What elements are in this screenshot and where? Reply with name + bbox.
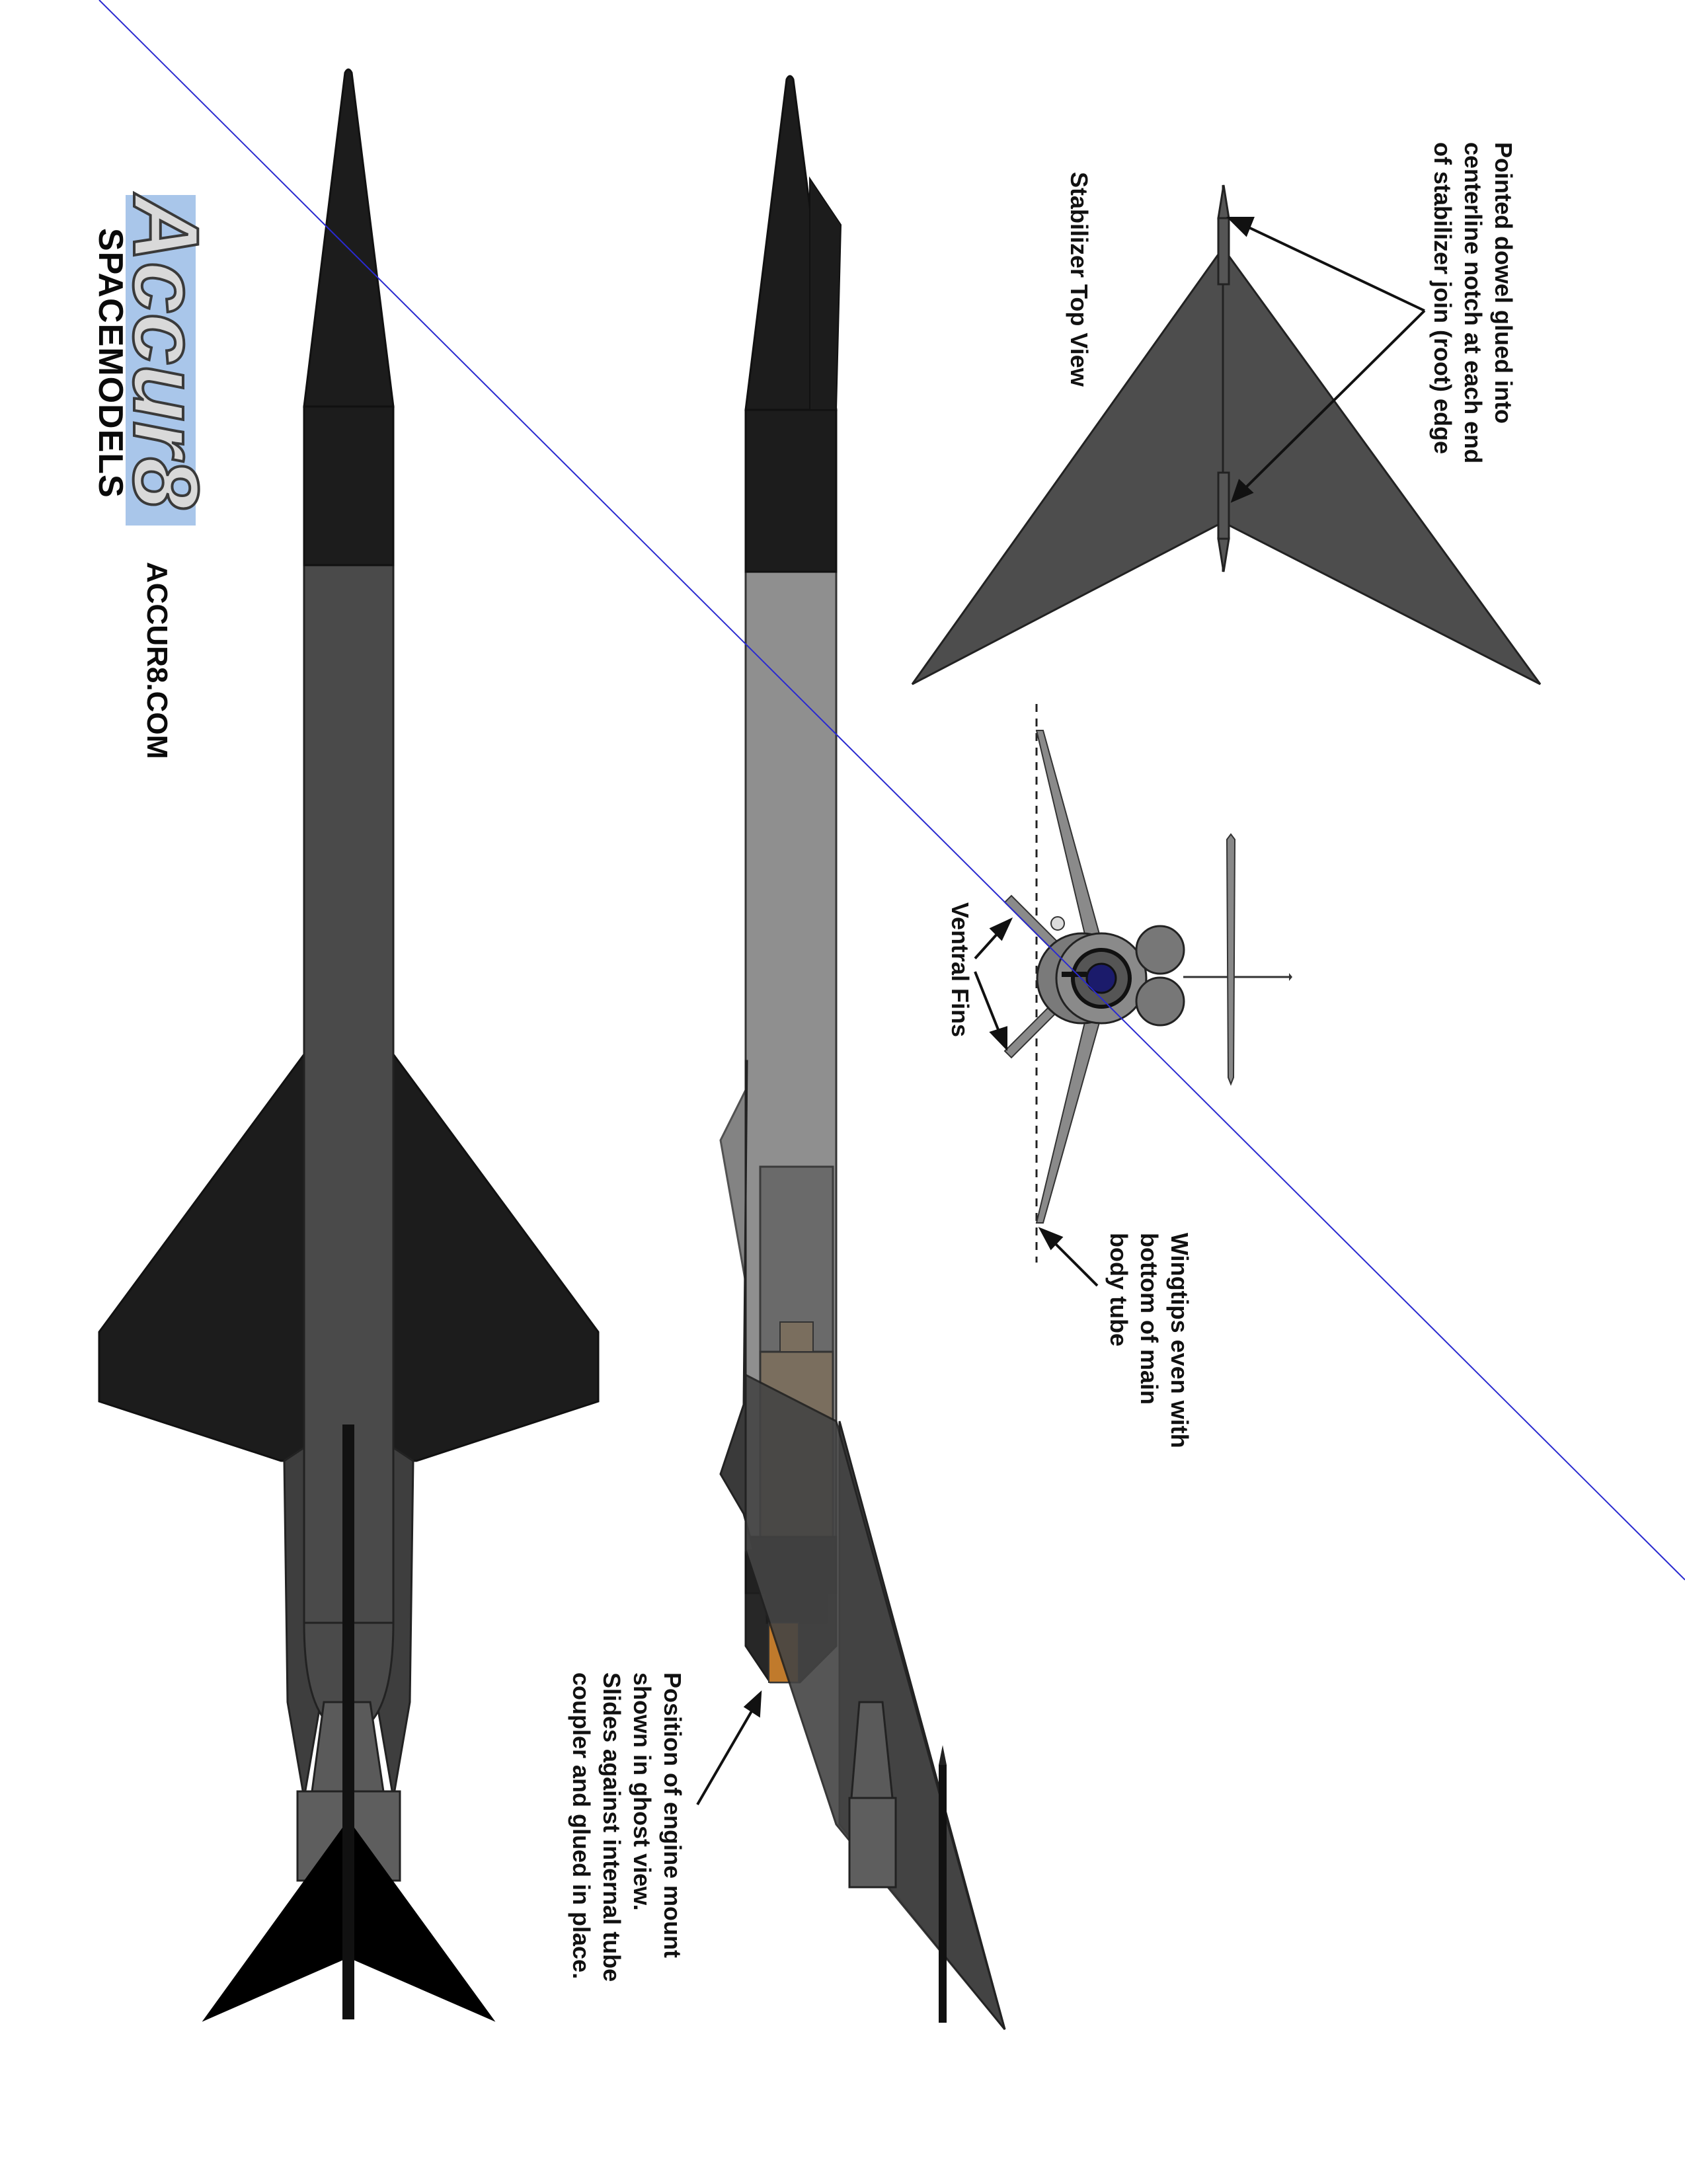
arrow-ventral-down — [974, 971, 1003, 1038]
side-engine-block — [848, 1797, 897, 1889]
main-wing-left — [98, 1051, 305, 1462]
arrowhead-dowel-bottom — [1230, 479, 1254, 503]
rear-wing-upper — [1035, 730, 1102, 947]
side-stab-edge — [939, 1765, 947, 2023]
logo-brand-text: Accur8 — [114, 193, 218, 509]
diagonal-guide-line — [98, 0, 1685, 1580]
dowel-bottom — [1217, 471, 1230, 540]
dowel-top — [1217, 217, 1230, 286]
note-dowel: Pointed dowel glued into centerline notc… — [1429, 142, 1517, 463]
website-text: ACCUR8.COM — [141, 562, 173, 759]
stabilizer-top-view — [911, 184, 1542, 685]
arrowhead-dowel-top — [1226, 217, 1255, 237]
rear-nozzle-bottom — [1135, 976, 1185, 1027]
note-ventral: Ventral Fins — [947, 902, 974, 1037]
note-dowel-line-1: Pointed dowel glued into — [1490, 142, 1517, 424]
launch-lug — [1050, 916, 1065, 931]
rear-stab-tip — [1289, 973, 1292, 981]
arrow-dowel-bottom — [1236, 309, 1426, 497]
engine-mount-ring — [779, 1321, 814, 1352]
note-wingtips-line-1: Wingtips even with — [1166, 1233, 1193, 1448]
note-wingtips: Wingtips even with bottom of main body t… — [1105, 1233, 1193, 1448]
arrow-engine — [696, 1701, 758, 1806]
note-stabilizer-title: Stabilizer Top View — [1066, 172, 1093, 387]
rear-nozzle-top — [1135, 925, 1185, 975]
rocket-top-view — [98, 68, 600, 2022]
logo-sub-text: SPACEMODELS — [91, 228, 130, 498]
note-engine-line-1: Position of engine mount — [659, 1672, 686, 1958]
note-engine-line-2: shown in ghost view. — [629, 1672, 656, 1911]
rocket-rear-view — [1003, 704, 1292, 1263]
ventral-fin-upper — [1003, 894, 1059, 950]
rocket-side-view — [719, 75, 1006, 2030]
nose-cone — [303, 68, 395, 408]
nose-canard — [809, 176, 842, 410]
main-wing-right — [392, 1051, 600, 1462]
note-engine: Position of engine mount shown in ghost … — [568, 1672, 686, 1982]
rear-wing-lower — [1035, 1010, 1102, 1224]
side-stab-tip — [939, 1745, 947, 1765]
arrowhead-ventral-up — [989, 917, 1013, 941]
note-wingtips-line-2: bottom of main — [1136, 1233, 1163, 1405]
note-dowel-line-3: of stabilizer join (root) edge — [1429, 142, 1456, 454]
accur8-logo: Accur8 SPACEMODELS ACCUR8.COM — [91, 192, 219, 759]
annotation-arrows — [696, 217, 1426, 1806]
stabilizer-title: Stabilizer Top View — [1066, 172, 1093, 387]
note-engine-line-4: coupler and glued in place. — [568, 1672, 595, 1979]
ventral-fin-lower — [1003, 1003, 1059, 1059]
side-payload — [744, 409, 838, 573]
note-dowel-line-2: centerline notch at each end — [1460, 142, 1487, 463]
note-engine-line-3: Slides against internal tube — [598, 1672, 625, 1982]
arrowhead-engine — [743, 1690, 762, 1718]
ventral-fins-label: Ventral Fins — [947, 902, 974, 1037]
logo-background — [126, 195, 196, 526]
arrowhead-ventral-down — [989, 1026, 1007, 1051]
rear-stabilizer — [1226, 833, 1236, 1086]
arrowhead-wingtips — [1038, 1227, 1064, 1251]
payload-section — [303, 405, 395, 566]
arrow-dowel-top — [1235, 220, 1425, 312]
center-dowel — [342, 1424, 354, 2019]
dowel-bottom-tip — [1217, 537, 1230, 572]
ghost-upper-tube — [759, 1165, 834, 1353]
dowel-top-tip — [1217, 184, 1230, 219]
rear-motor-hook — [1062, 972, 1087, 977]
note-wingtips-line-3: body tube — [1105, 1233, 1132, 1346]
rear-engine-hole — [1085, 962, 1117, 994]
